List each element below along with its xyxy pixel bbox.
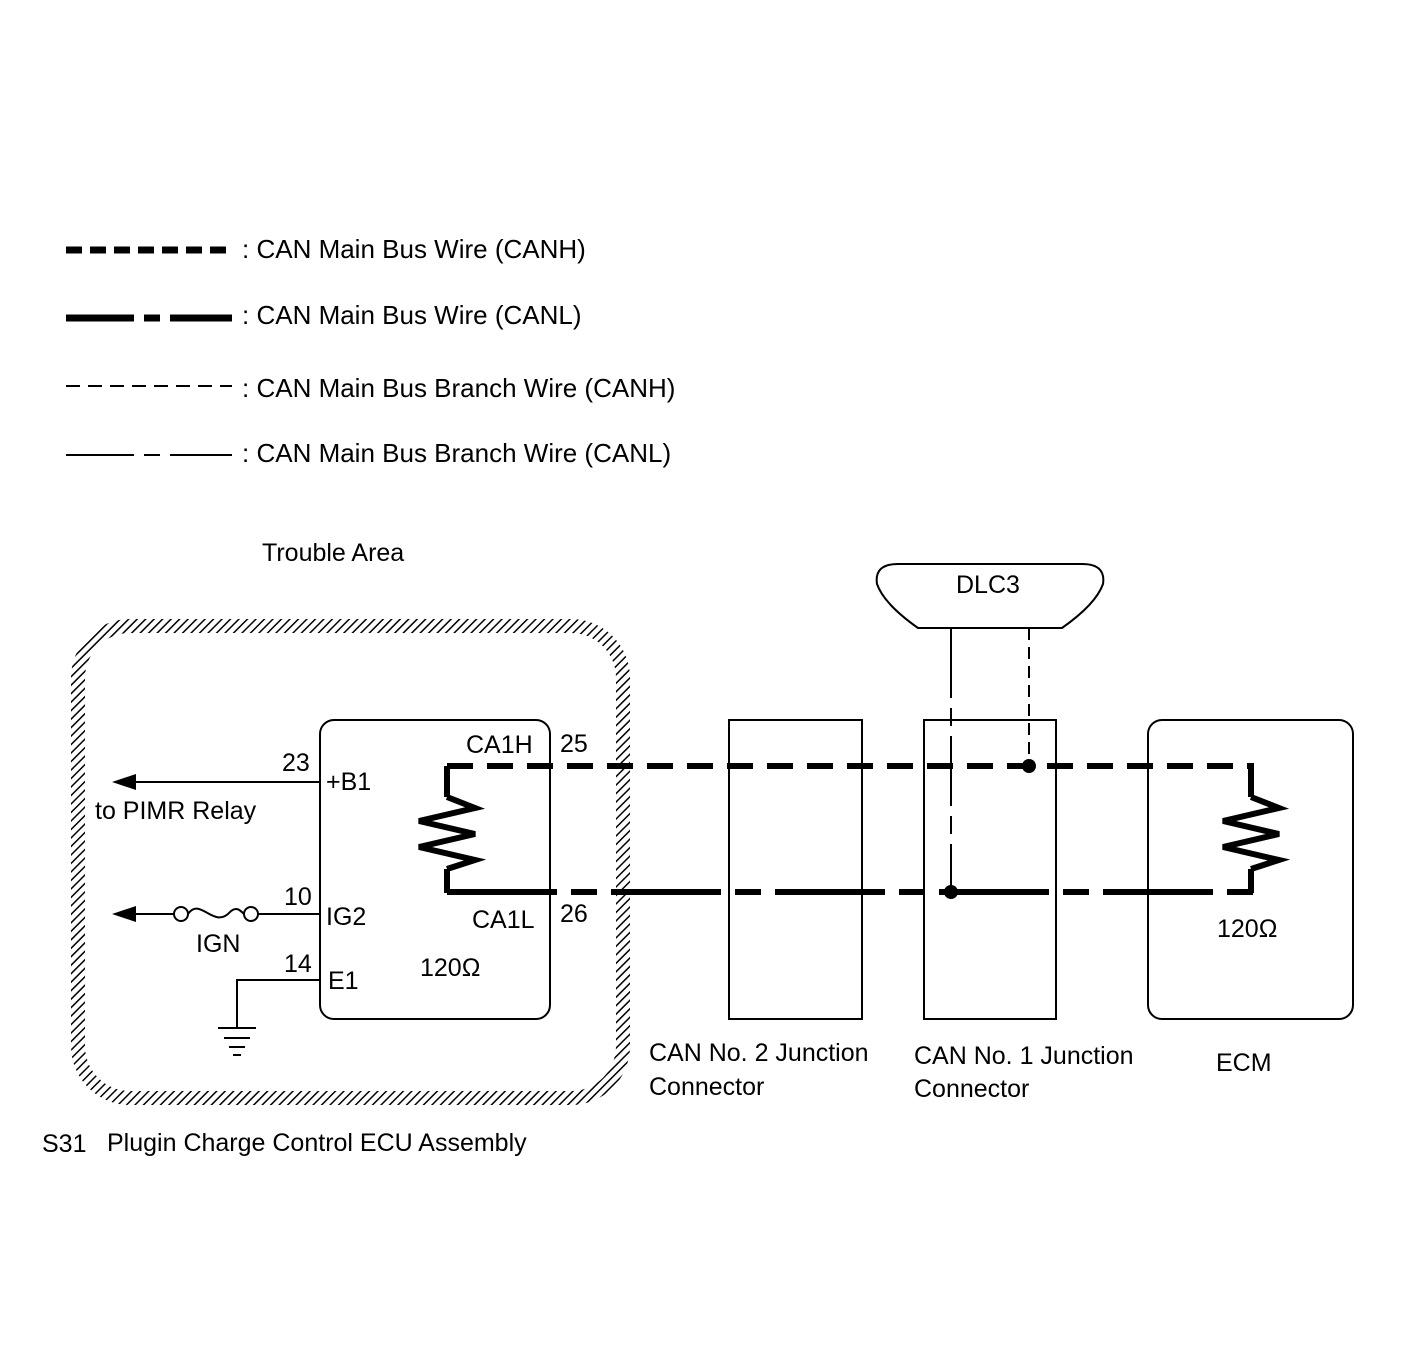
pin-25-number: 25	[560, 730, 588, 758]
legend-label-branch-canh: : CAN Main Bus Branch Wire (CANH)	[242, 373, 675, 403]
ecu-code-label: S31	[42, 1130, 86, 1158]
pimr-relay-label: to PIMR Relay	[95, 797, 257, 825]
legend-item-branch-canl: : CAN Main Bus Branch Wire (CANL)	[66, 438, 671, 468]
pin-ca1l-label: CA1L	[472, 906, 535, 934]
pin-b1-label: +B1	[326, 768, 371, 796]
ecm-label: ECM	[1216, 1049, 1272, 1077]
junction-1-label-line1: CAN No. 1 Junction	[914, 1042, 1134, 1070]
legend-item-branch-canh: : CAN Main Bus Branch Wire (CANH)	[66, 373, 675, 403]
junction-2-label-line2: Connector	[649, 1073, 764, 1101]
ecm-resistor-icon	[1222, 794, 1291, 872]
junction-1-label-line2: Connector	[914, 1075, 1029, 1103]
ecu-resistance-label: 120Ω	[420, 954, 480, 982]
junction-dot-canl	[944, 885, 958, 899]
legend-item-main-canh: : CAN Main Bus Wire (CANH)	[66, 234, 586, 264]
pin-ig2-label: IG2	[326, 903, 366, 931]
dlc3-connector	[875, 563, 1105, 629]
ecu-resistor-icon	[418, 794, 487, 872]
pin-23-number: 23	[282, 749, 310, 777]
pin-26-number: 26	[560, 900, 588, 928]
legend-label-branch-canl: : CAN Main Bus Branch Wire (CANL)	[242, 438, 671, 468]
ecm-resistance-label: 120Ω	[1217, 915, 1277, 943]
junction-2-label-line1: CAN No. 2 Junction	[649, 1039, 869, 1067]
junction-connector-1	[923, 719, 1057, 1020]
junction-connector-2	[728, 719, 863, 1020]
junction-dot-canh	[1022, 759, 1036, 773]
ecm-box	[1147, 719, 1354, 1020]
pin-ca1h-label: CA1H	[466, 731, 533, 759]
b1-arrow-icon	[112, 774, 136, 790]
ecu-name-label: Plugin Charge Control ECU Assembly	[107, 1129, 527, 1157]
legend: : CAN Main Bus Wire (CANH) : CAN Main Bu…	[66, 234, 675, 468]
legend-label-main-canl: : CAN Main Bus Wire (CANL)	[242, 300, 582, 330]
trouble-area-label: Trouble Area	[262, 539, 404, 567]
fuse-icon	[173, 906, 259, 922]
pin-14-number: 14	[284, 950, 312, 978]
legend-label-main-canh: : CAN Main Bus Wire (CANH)	[242, 234, 586, 264]
ecu-box	[319, 719, 551, 1020]
pin-e1-label: E1	[328, 967, 359, 995]
trouble-area-outline	[71, 619, 630, 1105]
e1-wire	[236, 979, 320, 1027]
ig2-arrow-icon	[112, 906, 136, 922]
ground-icon	[218, 1027, 256, 1056]
legend-item-main-canl: : CAN Main Bus Wire (CANL)	[66, 300, 582, 330]
dlc3-label: DLC3	[956, 571, 1020, 599]
pin-10-number: 10	[284, 883, 312, 911]
fuse-label: IGN	[196, 930, 240, 958]
